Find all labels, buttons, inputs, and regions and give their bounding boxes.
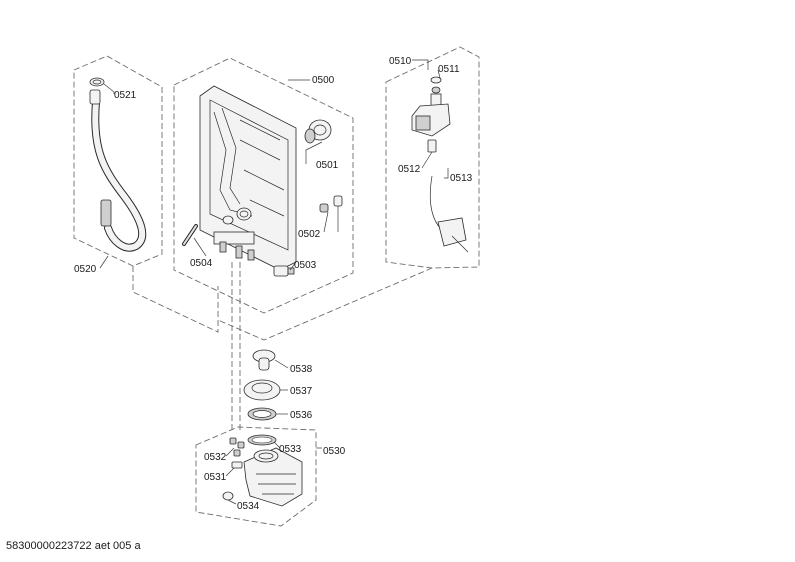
housing-port-2: [222, 215, 234, 225]
fitting-0502-b: [333, 195, 343, 207]
connector-0520-to-0530: [132, 266, 219, 333]
cap-0538-stem: [258, 357, 270, 371]
assembly-boundaries: [73, 46, 480, 527]
leader-0503: [289, 261, 297, 271]
sump-inlet-inner: [258, 452, 274, 460]
housing-port: [236, 207, 252, 221]
label-0536: 0536: [290, 410, 313, 421]
leader-0501: [305, 141, 323, 164]
label-0511: 0511: [438, 64, 460, 75]
housing-assembly: [182, 85, 343, 277]
sump-ribs: [256, 473, 296, 495]
housing-outlet-b: [235, 245, 243, 259]
valve-seal-0511-top: [430, 76, 442, 84]
valve-neck: [430, 93, 442, 107]
valve-bracket: [437, 217, 467, 247]
label-0521: 0521: [114, 90, 137, 101]
sump-bolt-0532-b: [237, 441, 245, 449]
sensor-0503-tip: [287, 267, 295, 275]
boundary-0500: [173, 57, 354, 314]
leader-0502: [323, 206, 339, 233]
clip-0531: [231, 461, 243, 469]
leader-0504: [193, 237, 207, 257]
label-0503: 0503: [294, 260, 317, 271]
plug-0534: [222, 491, 234, 501]
document-id-footer: 58300000223722 aet 005 a: [6, 540, 141, 552]
housing-ribs: [239, 119, 285, 217]
stacked-parts: [243, 349, 281, 421]
sump-inlet: [253, 449, 279, 463]
leader-0520: [99, 255, 109, 269]
connector-0510-to-0500: [217, 267, 433, 341]
seal-ring-0501-inner: [313, 124, 327, 136]
label-0533: 0533: [279, 444, 302, 455]
part-labels: 0500 0501 0502 0503 0504 0510 0511 0512 …: [74, 56, 473, 512]
housing-bottom-outlets: [213, 231, 255, 245]
gasket-0504-inner: [183, 225, 197, 245]
label-0534: 0534: [237, 501, 260, 512]
hose-clamp-inner: [92, 79, 102, 85]
sump-assembly: [222, 434, 303, 507]
label-0520: 0520: [74, 264, 97, 275]
leader-0513: [444, 168, 449, 179]
boundary-0510: [385, 46, 480, 269]
hose-clamp: [89, 77, 105, 87]
label-0510: 0510: [389, 56, 412, 67]
housing-port-inner: [239, 210, 249, 218]
leader-0532: [225, 447, 235, 457]
leader-0511: [437, 69, 441, 79]
sump-body: [243, 447, 303, 507]
label-0502: 0502: [298, 229, 321, 240]
label-0538: 0538: [290, 364, 313, 375]
label-0532: 0532: [204, 452, 227, 463]
housing-inner-frame: [209, 99, 289, 251]
leader-0531: [225, 467, 235, 477]
hose-inner: [92, 99, 146, 251]
gasket-0533-hole: [251, 436, 273, 444]
hose-assembly: [89, 77, 147, 252]
leader-0521: [103, 83, 115, 94]
hose-end-fitting: [89, 89, 101, 105]
leader-0510: [412, 59, 429, 70]
leader-0538: [274, 359, 289, 369]
label-0513: 0513: [450, 173, 473, 184]
ring-0536-hole: [252, 410, 272, 418]
label-0530: 0530: [323, 446, 346, 457]
housing-outlet-a: [219, 241, 227, 253]
fitting-0502-a: [319, 203, 329, 213]
label-0500: 0500: [312, 75, 335, 86]
valve-connector-0512: [427, 139, 437, 153]
boundary-0520: [73, 55, 163, 267]
seal-cap-0501: [304, 128, 316, 144]
leader-0512: [421, 151, 433, 169]
valve-bracket-hook: [451, 235, 469, 253]
valve-coil: [415, 115, 431, 131]
valve-seal-0511: [431, 86, 441, 94]
leader-lines: [99, 59, 449, 505]
leader-0534: [227, 499, 237, 505]
label-0501: 0501: [316, 160, 339, 171]
sump-bolt-0532-a: [229, 437, 237, 445]
valve-assembly: [411, 76, 469, 253]
label-0537: 0537: [290, 386, 313, 397]
label-0531: 0531: [204, 472, 227, 483]
boundary-0530: [195, 426, 317, 527]
sump-bolt-0532-c: [233, 449, 241, 457]
housing-outlet-c: [247, 249, 255, 261]
cover-0537-inner: [251, 382, 273, 394]
hose-lower-fitting: [100, 199, 112, 227]
label-0512: 0512: [398, 164, 421, 175]
label-0504: 0504: [190, 258, 213, 269]
leader-0533: [273, 441, 281, 449]
sensor-0503: [273, 265, 289, 277]
